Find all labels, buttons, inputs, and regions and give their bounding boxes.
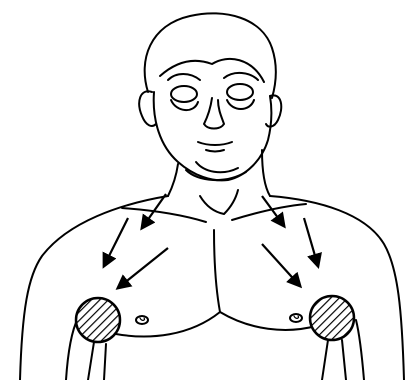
arrow-left-lower	[118, 248, 168, 288]
jugular-notch	[200, 190, 238, 214]
lower-lip	[206, 150, 224, 152]
right-nipple-dot	[294, 316, 299, 318]
left-eye	[171, 86, 197, 102]
mouth	[198, 142, 232, 145]
right-eyebrow	[224, 73, 258, 80]
right-eye	[227, 84, 253, 100]
hairline	[160, 59, 264, 82]
left-pectoral	[116, 312, 220, 336]
chin-line	[196, 162, 238, 172]
right-eye-bag	[227, 100, 254, 109]
left-clavicle	[122, 208, 206, 222]
left-nipple-dot	[140, 318, 145, 320]
left-pad-cable-b	[104, 344, 106, 380]
left-pad	[76, 298, 120, 342]
face-outline	[154, 92, 272, 180]
sternum-line	[214, 230, 220, 312]
neck-right	[262, 150, 270, 196]
right-shoulder	[270, 196, 404, 380]
arrow-right-lower	[262, 244, 300, 286]
right-pad	[310, 296, 354, 340]
left-eyebrow	[168, 74, 200, 80]
left-pad-cable-a	[88, 342, 94, 380]
arrow-right-outer	[304, 218, 318, 266]
right-armpit	[356, 320, 364, 380]
right-pad-cable-a	[322, 340, 328, 380]
arrow-left-outer	[104, 218, 128, 266]
right-pad-cable-b	[342, 340, 346, 380]
nose	[204, 98, 224, 129]
right-ear	[266, 95, 281, 126]
neck-left	[168, 164, 178, 196]
hair-outline	[145, 13, 276, 98]
